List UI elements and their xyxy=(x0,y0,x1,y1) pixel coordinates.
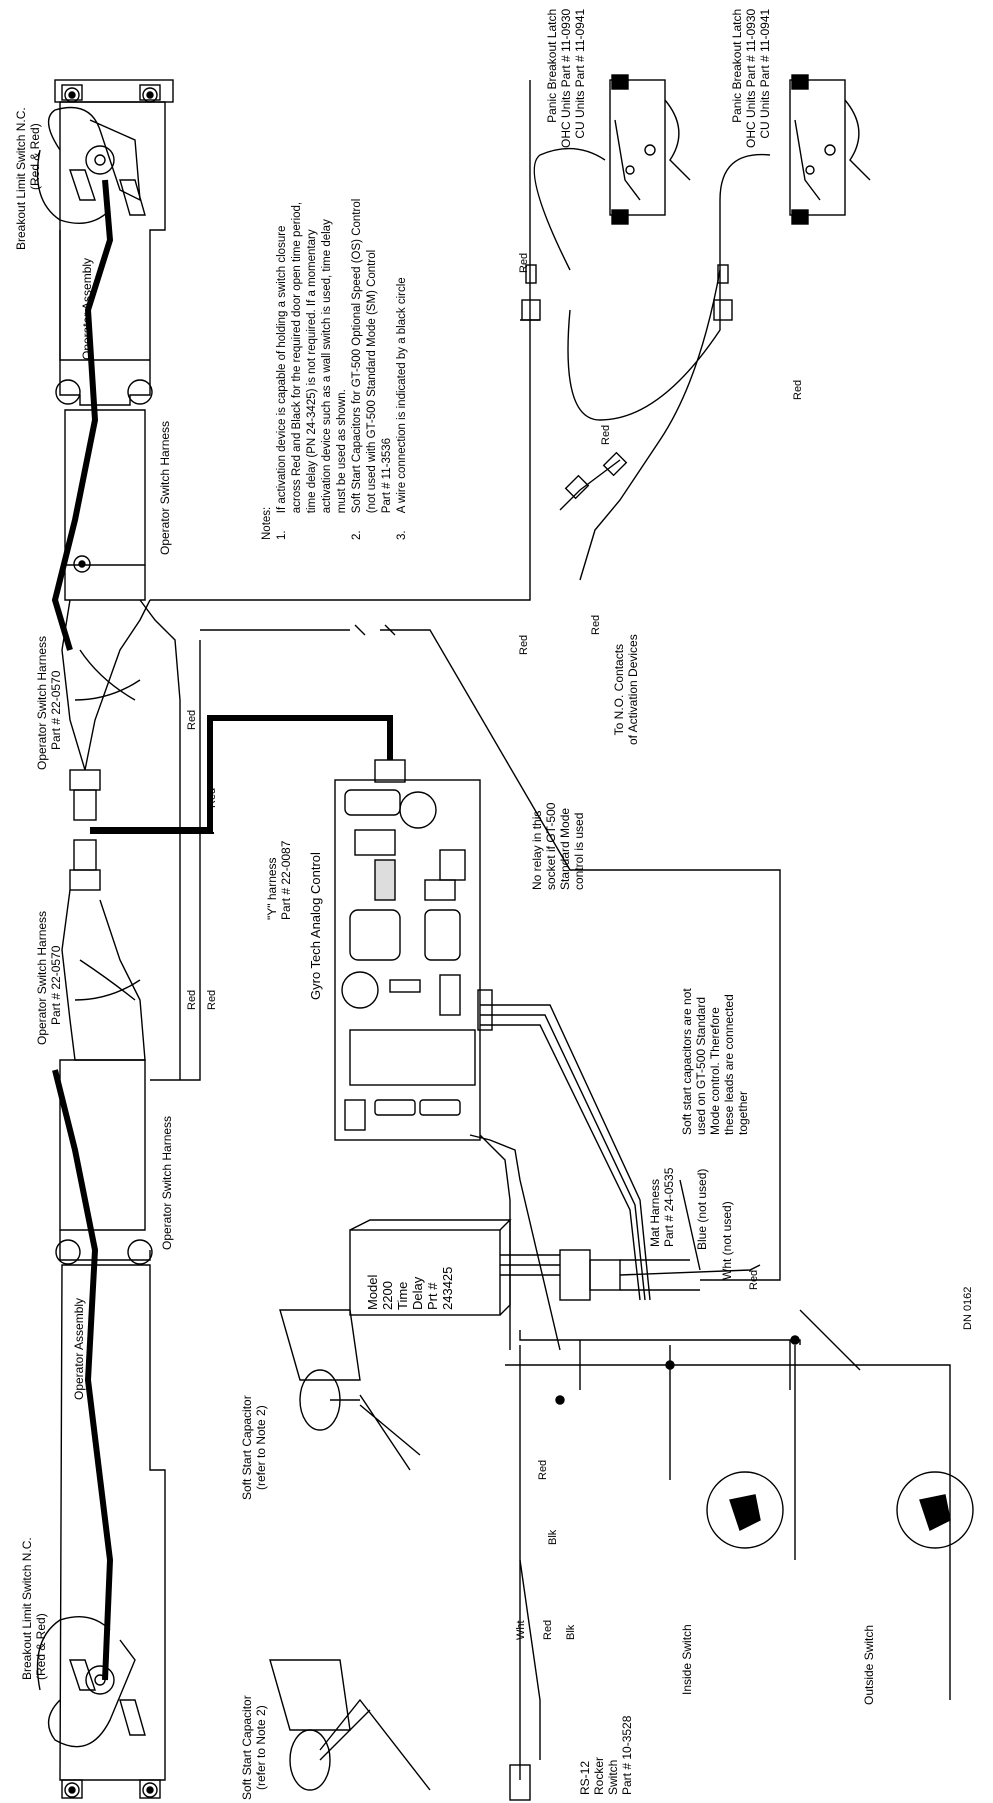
gyro-tech-label: Gyro Tech Analog Control xyxy=(308,852,323,1000)
inside-switch-label: Inside Switch xyxy=(680,1624,694,1695)
wire-label-red-11: Red xyxy=(537,1459,549,1480)
panic-latch-1 xyxy=(609,74,691,225)
no-relay-note: No relay in this socket if GT-500 Standa… xyxy=(530,802,586,890)
wire-label-blk-2: Blk xyxy=(547,1529,559,1545)
notes-block: Notes: 1. If activation device is capabl… xyxy=(260,199,410,540)
soft-start-capacitor-1 xyxy=(279,1309,421,1471)
rocker-switch-label: RS-12 Rocker Switch Part # 10-3528 xyxy=(578,1715,634,1795)
wire-label-red-3: Red xyxy=(186,989,198,1010)
outside-switch xyxy=(896,1471,974,1549)
soft-start-capacitor-label-1: Soft Start Capacitor (refer to Note 2) xyxy=(240,1395,268,1500)
operator-switch-harness-bottom-label: Operator Switch Harness xyxy=(160,1115,174,1250)
outside-switch-label: Outside Switch xyxy=(862,1624,876,1705)
operator-switch-harness-part-top: Operator Switch Harness Part # 22-0570 xyxy=(35,635,63,770)
note-1: 1. If activation device is capable of ho… xyxy=(276,201,348,540)
wire-label-red-1: Red xyxy=(186,709,198,730)
panic-latch-2 xyxy=(789,74,871,225)
soft-start-capacitor-label-2: Soft Start Capacitor (refer to Note 2) xyxy=(240,1695,268,1800)
soft-start-not-used-note: Soft start capacitors are not used on GT… xyxy=(680,988,750,1135)
wire-label-wht: Wht xyxy=(515,1620,527,1640)
soft-start-capacitor-2 xyxy=(269,1659,431,1791)
operator-assembly-bottom xyxy=(36,1059,166,1799)
gyro-tech-control-board xyxy=(334,779,481,1141)
operator-switch-harness-part-bottom: Operator Switch Harness Part # 22-0570 xyxy=(35,910,63,1045)
wire-label-red-7: Red xyxy=(600,424,612,445)
blue-not-used-label: Blue (not used) xyxy=(695,1168,709,1250)
panic-latch-label-1: Panic Breakout Latch OHC Units Part # 11… xyxy=(545,8,587,148)
operator-switch-harness-top-label: Operator Switch Harness xyxy=(158,420,172,555)
y-harness-label: "Y" harness Part # 22-0087 xyxy=(265,840,293,920)
wht-not-used-label: Wht (not used) xyxy=(720,1201,734,1280)
time-delay-label: Model 2200 Time Delay Prt # 243425 xyxy=(365,1266,455,1310)
panic-latch-label-2: Panic Breakout Latch OHC Units Part # 11… xyxy=(730,8,772,148)
wire-label-red-5: Red xyxy=(518,252,530,273)
operator-assembly-top xyxy=(36,79,174,601)
mat-harness-label: Mat Harness Part # 24-0535 xyxy=(648,1167,676,1247)
inside-switch xyxy=(706,1471,784,1549)
wire-label-red-8: Red xyxy=(590,614,602,635)
no-contacts-label: To N.O. Contacts of Activation Devices xyxy=(612,634,640,745)
wire-label-red-12: Red xyxy=(542,1619,554,1640)
note-3: 3. A wire connection is indicated by a b… xyxy=(396,277,408,540)
wire-label-red-2: Red xyxy=(206,787,218,808)
drawing-number: DN 0162 xyxy=(962,1286,974,1330)
wire-label-red-4: Red xyxy=(206,989,218,1010)
notes-heading: Notes: xyxy=(261,506,273,540)
operator-assembly-top-label: Operator Assembly xyxy=(80,257,94,360)
note-2: 2. Soft Start Capacitors for GT-500 Opti… xyxy=(351,198,393,540)
breakout-limit-bottom-label: Breakout Limit Switch N.C. (Red & Red) xyxy=(20,1537,48,1680)
breakout-limit-top-label: Breakout Limit Switch N.C. (Red & Red) xyxy=(14,107,42,250)
wire-label-red-10: Red xyxy=(748,1269,760,1290)
operator-assembly-bottom-label: Operator Assembly xyxy=(72,1297,86,1400)
wire-label-red-9: Red xyxy=(792,379,804,400)
wire-label-red-6: Red xyxy=(518,634,530,655)
wire-label-blk-1: Blk xyxy=(565,1624,577,1640)
